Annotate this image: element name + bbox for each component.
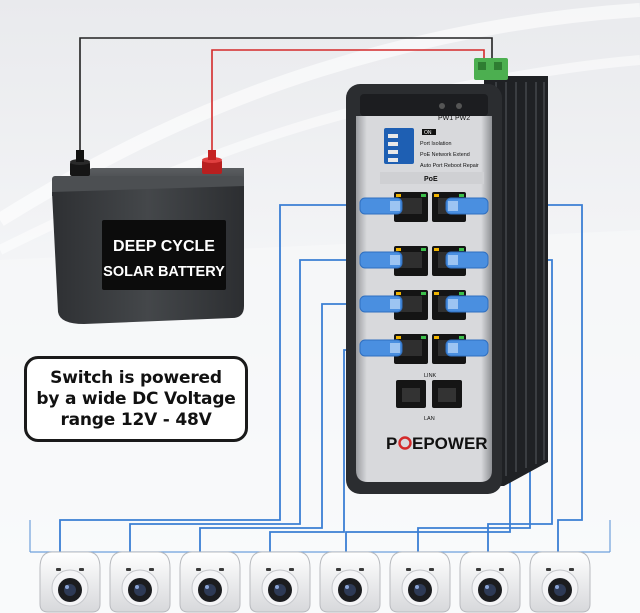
- poe-port-7: [394, 334, 428, 364]
- rj45-plug-7: [359, 339, 403, 357]
- rj45-plug-5: [359, 295, 403, 313]
- battery-label-line2: SOLAR BATTERY: [103, 264, 225, 280]
- bg-swoosh-1: [0, 3, 640, 226]
- wire-black: [79, 37, 493, 160]
- brand-o-icon: [398, 436, 412, 450]
- cable-2: [492, 204, 583, 552]
- rj45-plug-1: [359, 197, 403, 215]
- pw2-led: [456, 103, 462, 109]
- poe-port-3: [394, 246, 428, 276]
- dip-label-1: Port Isolation: [420, 141, 451, 147]
- callout-line-1: Switch is powered: [50, 367, 222, 388]
- dip-label-3: Auto Port Reboot Repair: [420, 163, 479, 169]
- cable-3: [129, 259, 356, 552]
- poe-port-5: [394, 290, 428, 320]
- info-callout: Switch is powered by a wide DC Voltage r…: [24, 356, 248, 442]
- camera-1: [39, 551, 101, 613]
- camera-6: [389, 551, 451, 613]
- dip-header: ON: [424, 130, 432, 136]
- battery-terminal-negative: [70, 150, 90, 176]
- indicator-label-pw1: PW1: [438, 115, 453, 122]
- rj45-plug-4: [445, 251, 489, 269]
- callout-line-3: range 12V - 48V: [60, 409, 212, 430]
- camera-5: [319, 551, 381, 613]
- camera-4: [249, 551, 311, 613]
- rj45-plug-6: [445, 295, 489, 313]
- battery-label-line1: DEEP CYCLE: [113, 238, 215, 255]
- link-label: LINK: [424, 373, 437, 379]
- rj45-plug-8: [445, 339, 489, 357]
- battery: DEEP CYCLE SOLAR BATTERY: [52, 150, 244, 324]
- dip-label-2: PoE Network Extend: [420, 152, 470, 158]
- cable-1: [59, 204, 356, 552]
- camera-3: [179, 551, 241, 613]
- camera-8: [529, 551, 591, 613]
- battery-terminal-positive: [202, 150, 222, 174]
- rj45-plug-2: [445, 197, 489, 215]
- pw1-led: [439, 103, 445, 109]
- camera-2: [109, 551, 171, 613]
- rj45-plug-3: [359, 251, 403, 269]
- rj45-plugs: [359, 197, 489, 357]
- brand-p: P: [386, 434, 397, 453]
- lan-label: LAN: [424, 416, 435, 422]
- callout-line-2: by a wide DC Voltage: [36, 388, 236, 409]
- cable-5: [199, 303, 356, 552]
- poe-label: PoE: [424, 176, 438, 183]
- camera-7: [459, 551, 521, 613]
- indicator-label-pw2: PW2: [455, 115, 470, 122]
- poe-port-1: [394, 192, 428, 222]
- poe-switch: PW1 PW2 ON Port Isolation PoE Network Ex…: [346, 58, 548, 494]
- cameras: [39, 551, 591, 613]
- brand-rest: EPOWER: [412, 434, 488, 453]
